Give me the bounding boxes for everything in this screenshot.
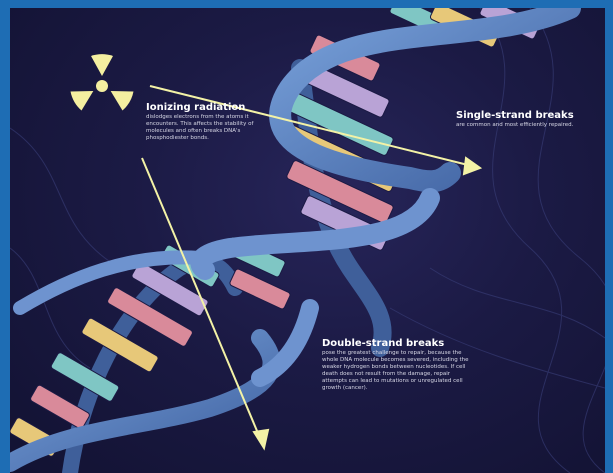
arrow-head-single — [464, 158, 480, 174]
frame-border-left — [0, 0, 10, 473]
ionizing-radiation-title: Ionizing radiation — [146, 102, 274, 114]
frame-border-right — [605, 0, 613, 473]
label-single-strand-breaks: Single-strand breaks are common and most… — [456, 110, 596, 129]
single-strand-title: Single-strand breaks — [456, 110, 596, 122]
label-double-strand-breaks: Double-strand breaks pose the greatest c… — [322, 338, 472, 392]
arrow-head-double — [254, 430, 268, 448]
single-strand-description: are common and most efficiently repaired… — [456, 122, 596, 129]
arrow-to-double-strand — [142, 158, 260, 438]
double-strand-description: pose the greatest challenge to repair, b… — [322, 350, 472, 392]
ionizing-radiation-description: dislodges electrons from the atoms it en… — [146, 114, 274, 142]
dna-illustration — [10, 8, 605, 473]
illustration-stage: Ionizing radiation dislodges electrons f… — [10, 8, 605, 473]
frame-border-top — [0, 0, 613, 8]
dna-helix-main — [200, 8, 570, 378]
label-ionizing-radiation: Ionizing radiation dislodges electrons f… — [146, 102, 274, 142]
radiation-trefoil-icon — [69, 54, 135, 111]
double-strand-title: Double-strand breaks — [322, 338, 472, 350]
